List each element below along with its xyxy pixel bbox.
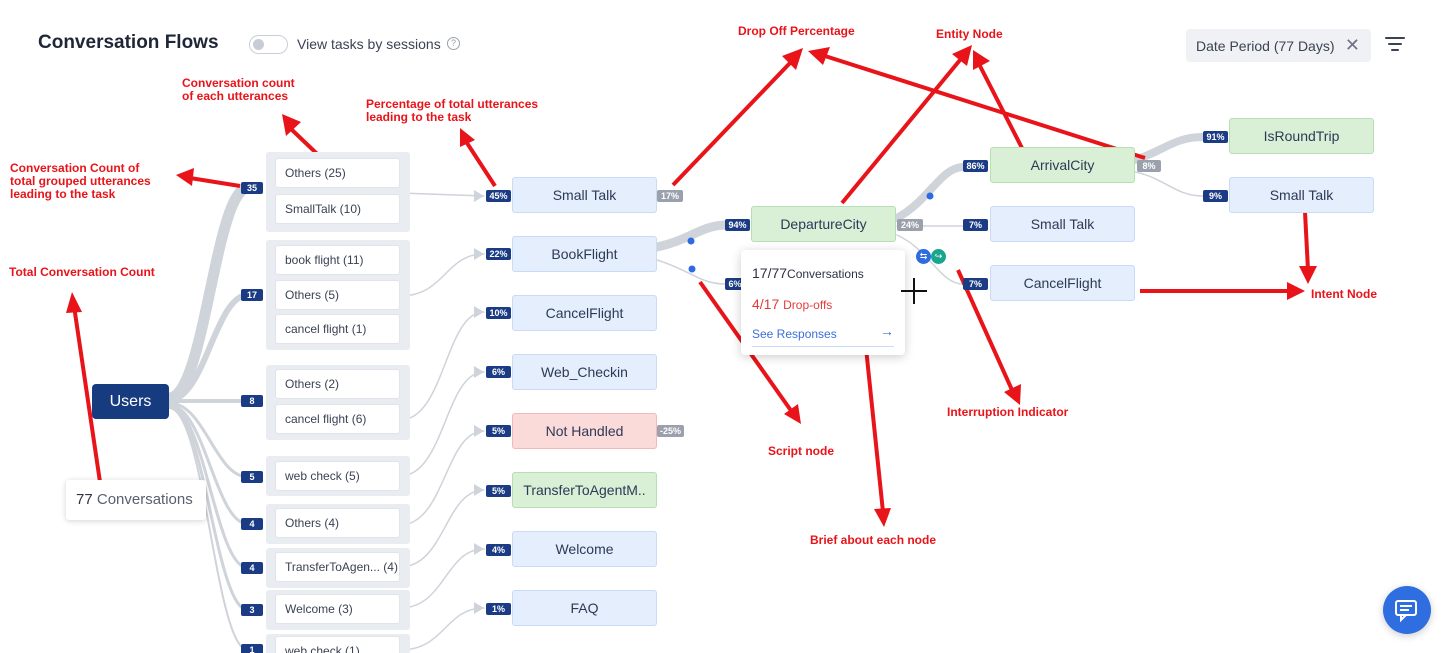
total-count: 77 <box>76 491 93 508</box>
node-pct-badge: 7% <box>963 278 988 290</box>
annotation-entity-node: Entity Node <box>936 27 1003 41</box>
see-responses-link[interactable]: See Responses <box>752 327 837 341</box>
task-node-welcome[interactable]: Welcome <box>512 531 657 567</box>
group-count-badge: 5 <box>241 471 263 483</box>
sessions-toggle[interactable] <box>249 35 288 54</box>
popup-dropoffs-label: Drop-offs <box>783 298 833 312</box>
utterance-item[interactable]: Others (4) <box>275 508 400 538</box>
interruption-icon[interactable]: ↪ <box>931 249 946 264</box>
help-icon[interactable]: ? <box>447 37 460 50</box>
annotation-script-node: Script node <box>768 444 835 458</box>
task-pct-badge: 22% <box>486 248 511 260</box>
filter-icon[interactable] <box>1385 36 1405 52</box>
toggle-knob <box>253 39 264 50</box>
utterance-item[interactable]: TransferToAgen... (4) <box>275 552 400 582</box>
dropoff-pct-badge: 17% <box>657 190 683 202</box>
group-count-badge: 4 <box>241 518 263 530</box>
task-pct-badge: 4% <box>486 544 511 556</box>
utterance-item[interactable]: web check (1) <box>275 636 400 653</box>
node-pct-badge: 6% <box>725 278 745 290</box>
entity-node-arrival-city[interactable]: ArrivalCity <box>990 147 1135 183</box>
group-count-badge: 3 <box>241 604 263 616</box>
intent-node-small-talk-2[interactable]: Small Talk <box>1229 177 1374 213</box>
task-node-cancelflight[interactable]: CancelFlight <box>512 295 657 331</box>
task-node-not-handled[interactable]: Not Handled <box>512 413 657 449</box>
page-title: Conversation Flows <box>38 32 219 53</box>
popup-dropoffs-value: 4/17 <box>752 296 780 312</box>
task-node-transfer-to-agent[interactable]: TransferToAgentM.. <box>512 472 657 508</box>
users-root-node[interactable]: Users <box>92 384 169 419</box>
task-pct-badge: 1% <box>486 603 511 615</box>
total-conversations-card: 77 Conversations <box>66 480 206 520</box>
utterance-item[interactable]: cancel flight (6) <box>275 404 400 434</box>
annotation-drop-off: Drop Off Percentage <box>738 24 855 38</box>
annotation-conv-count-each: Conversation count of each utterances <box>182 76 295 103</box>
date-period-label: Date Period (77 Days) <box>1196 38 1335 54</box>
dropoff-pct-badge: 24% <box>897 219 923 231</box>
task-node-faq[interactable]: FAQ <box>512 590 657 626</box>
utterance-item[interactable]: Welcome (3) <box>275 594 400 624</box>
task-pct-badge: 6% <box>486 366 511 378</box>
group-count-badge: 4 <box>241 562 263 574</box>
popup-divider <box>752 346 894 347</box>
utterance-item[interactable]: cancel flight (1) <box>275 314 400 344</box>
node-pct-badge: 86% <box>963 160 988 172</box>
group-count-badge: 8 <box>241 395 263 407</box>
filter-line <box>1391 49 1399 51</box>
node-pct-badge: 7% <box>963 219 988 231</box>
entity-node-departure-city[interactable]: DepartureCity <box>751 206 896 242</box>
node-pct-badge: 9% <box>1203 190 1228 202</box>
task-pct-badge: 45% <box>486 190 511 202</box>
intent-node-small-talk[interactable]: Small Talk <box>990 206 1135 242</box>
popup-conversations-value: 17/77 <box>752 265 788 281</box>
node-pct-badge: 91% <box>1203 131 1228 143</box>
utterance-item[interactable]: Others (2) <box>275 369 400 399</box>
group-count-badge: 17 <box>241 289 263 301</box>
task-pct-badge: 10% <box>486 307 511 319</box>
task-pct-badge: 5% <box>486 425 511 437</box>
interruption-icon[interactable]: ⇆ <box>916 249 931 264</box>
intent-node-cancelflight[interactable]: CancelFlight <box>990 265 1135 301</box>
utterance-item[interactable]: Others (25) <box>275 158 400 188</box>
annotation-total-count: Total Conversation Count <box>9 265 155 279</box>
dropoff-pct-badge: 8% <box>1137 160 1161 172</box>
popup-conversations: 17/77Conversations <box>752 265 864 281</box>
utterance-item[interactable]: web check (5) <box>275 461 400 491</box>
chat-bubble-glyph <box>1395 600 1417 623</box>
total-label: Conversations <box>96 491 193 508</box>
task-pct-badge: 5% <box>486 485 511 497</box>
annotation-interruption: Interruption Indicator <box>947 405 1069 419</box>
close-icon[interactable]: ✕ <box>1344 35 1360 55</box>
node-pct-badge: 94% <box>725 219 750 231</box>
filter-line <box>1388 43 1402 45</box>
sessions-toggle-label: View tasks by sessions <box>297 36 441 52</box>
group-count-badge: 1 <box>241 644 263 653</box>
entity-node-is-round-trip[interactable]: IsRoundTrip <box>1229 118 1374 154</box>
popup-conversations-label: Conversations <box>787 267 864 281</box>
annotation-intent-node: Intent Node <box>1311 287 1377 301</box>
utterance-item[interactable]: SmallTalk (10) <box>275 194 400 224</box>
task-node-bookflight[interactable]: BookFlight <box>512 236 657 272</box>
date-period-filter[interactable]: Date Period (77 Days) ✕ <box>1186 29 1371 62</box>
annotation-conv-count-grouped: Conversation Count of total grouped utte… <box>10 161 151 201</box>
utterance-item[interactable]: book flight (11) <box>275 245 400 275</box>
chat-icon[interactable] <box>1383 586 1431 634</box>
filter-line <box>1385 37 1405 39</box>
task-node-small-talk[interactable]: Small Talk <box>512 177 657 213</box>
group-count-badge: 35 <box>241 182 263 194</box>
utterance-item[interactable]: Others (5) <box>275 280 400 310</box>
task-node-web-checkin[interactable]: Web_Checkin <box>512 354 657 390</box>
popup-dropoffs: 4/17 Drop-offs <box>752 296 832 312</box>
arrow-right-icon[interactable]: → <box>880 323 894 339</box>
crosshair-cursor-icon <box>901 278 927 304</box>
annotation-brief: Brief about each node <box>810 533 937 547</box>
node-brief-popup: 17/77Conversations 4/17 Drop-offs See Re… <box>741 250 905 355</box>
annotation-pct-total: Percentage of total utterances leading t… <box>366 97 539 124</box>
dropoff-pct-badge: -25% <box>657 425 684 437</box>
